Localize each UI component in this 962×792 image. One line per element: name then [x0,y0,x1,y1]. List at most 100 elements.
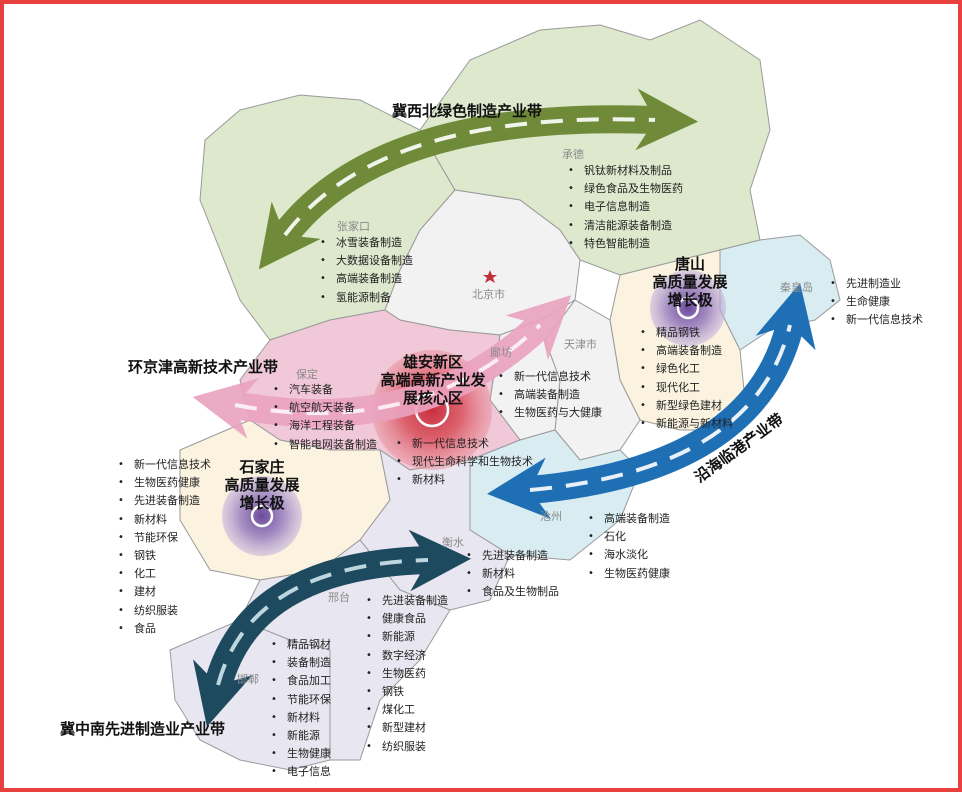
industry-item: 食品 [118,620,211,638]
industry-item: 先进制造业 [830,275,923,293]
hub-line: 增长极 [239,494,285,512]
industry-item: 食品及生物制品 [466,583,559,601]
xiongan-hub-title: 雄安新区 高端高新产业发 展核心区 [370,353,496,407]
industry-item: 新材料 [466,565,559,583]
industry-item: 现代生命科学和生物技术 [396,453,533,471]
industry-item: 煤化工 [366,701,448,719]
industry-item: 新一代信息技术 [498,368,602,386]
shijiazhuang-industry-list: 新一代信息技术生物医药健康先进装备制造新材料节能环保钢铁化工建材纺织服装食品 [118,456,211,638]
industry-item: 新材料 [396,471,533,489]
industry-item: 智能电网装备制造 [273,436,377,454]
industry-item: 先进装备制造 [466,547,559,565]
shijiazhuang-hub-title: 石家庄 高质量发展 增长极 [212,458,312,512]
industry-item: 新能源 [271,727,331,745]
zhangjiakou-industry-list: 冰雪装备制造大数据设备制造高端装备制造氢能源制备 [320,234,413,307]
hub-line: 高质量发展 [652,273,728,291]
industry-belt-arrows [192,88,816,727]
hub-line: 唐山 [674,255,705,273]
industry-item: 氢能源制备 [320,289,413,307]
baoding-industry-list: 汽车装备航空航天装备海洋工程装备智能电网装备制造 [273,381,377,454]
city-qinhuangdao: 秦皇岛 [780,281,813,294]
xingtai-industry-list: 先进装备制造健康食品新能源数字经济生物医药钢铁煤化工新型建材纺织服装 [366,592,448,756]
chengde-industry-list: 钒钛新材料及制品绿色食品及生物医药电子信息制造清洁能源装备制造特色智能制造 [568,162,683,253]
city-beijing: 北京市 [472,288,505,301]
industry-item: 食品加工 [271,672,331,690]
industry-item: 纺织服装 [366,738,448,756]
industry-item: 新能源 [366,628,448,646]
langfang-industry-list: 新一代信息技术高端装备制造生物医药与大健康 [498,368,602,423]
hub-line: 高端高新产业发 [380,371,486,389]
industry-item: 先进装备制造 [118,492,211,510]
industry-item: 先进装备制造 [366,592,448,610]
handan-industry-list: 精品钢材装备制造食品加工节能环保新材料新能源生物健康电子信息 [271,636,331,782]
industry-item: 汽车装备 [273,381,377,399]
tangshan-industry-list: 精品钢铁高端装备制造绿色化工现代化工新型绿色建材新能源与新材料 [640,324,733,433]
industry-item: 生物健康 [271,745,331,763]
industry-item: 新材料 [118,511,211,529]
hub-line: 增长极 [667,291,713,309]
qinhuangdao-industry-list: 先进制造业生命健康新一代信息技术 [830,275,923,330]
industry-item: 高端装备制造 [640,342,733,360]
industry-item: 生物医药健康 [118,474,211,492]
industry-item: 钒钛新材料及制品 [568,162,683,180]
industry-item: 新型建材 [366,719,448,737]
cangzhou-industry-list: 高端装备制造石化海水淡化生物医药健康 [588,510,670,583]
industry-item: 生物医药健康 [588,565,670,583]
hengshui-industry-list: 先进装备制造新材料食品及生物制品 [466,547,559,602]
jingjin-belt-label: 环京津高新技术产业带 [128,358,279,376]
city-zhangjiakou: 张家口 [337,220,370,233]
hub-line: 石家庄 [239,458,285,476]
industry-item: 建材 [118,583,211,601]
industry-item: 现代化工 [640,379,733,397]
hub-line: 高质量发展 [224,476,300,494]
city-baoding: 保定 [296,368,318,381]
hub-line: 雄安新区 [402,353,463,371]
industry-item: 石化 [588,528,670,546]
star-icon [483,270,497,283]
south-belt-label: 冀中南先进制造业产业带 [60,720,226,738]
industry-item: 新型绿色建材 [640,397,733,415]
industry-item: 高端装备制造 [588,510,670,528]
industry-item: 装备制造 [271,654,331,672]
industry-item: 节能环保 [118,529,211,547]
industry-item: 清洁能源装备制造 [568,217,683,235]
industry-item: 精品钢铁 [640,324,733,342]
industry-item: 健康食品 [366,610,448,628]
industry-item: 数字经济 [366,647,448,665]
industry-item: 电子信息制造 [568,198,683,216]
city-tianjin: 天津市 [564,338,597,351]
industry-item: 冰雪装备制造 [320,234,413,252]
city-chengde: 承德 [562,148,584,161]
city-handan: 邯郸 [237,673,259,686]
industry-item: 高端装备制造 [320,270,413,288]
industry-item: 绿色化工 [640,360,733,378]
northwest-belt-label: 冀西北绿色制造产业带 [392,102,543,120]
industry-item: 精品钢材 [271,636,331,654]
city-cangzhou: 沧州 [540,510,562,523]
shijiazhuang-pole-ring [250,504,274,528]
industry-item: 海水淡化 [588,546,670,564]
industry-item: 纺织服装 [118,602,211,620]
industry-item: 电子信息 [271,763,331,781]
industry-item: 新一代信息技术 [830,311,923,329]
industry-item: 生物医药与大健康 [498,404,602,422]
industry-item: 新一代信息技术 [118,456,211,474]
industry-item: 海洋工程装备 [273,417,377,435]
industry-item: 新一代信息技术 [396,435,533,453]
industry-item: 特色智能制造 [568,235,683,253]
tangshan-hub-title: 唐山 高质量发展 增长极 [640,255,740,309]
industry-item: 新能源与新材料 [640,415,733,433]
industry-item: 钢铁 [366,683,448,701]
hub-line: 展核心区 [402,389,463,407]
industry-item: 航空航天装备 [273,399,377,417]
city-hengshui: 衡水 [442,536,464,549]
city-xingtai: 邢台 [328,591,350,604]
industry-item: 生命健康 [830,293,923,311]
city-langfang: 廊坊 [490,346,512,359]
industry-item: 生物医药 [366,665,448,683]
xiongan-industry-list: 新一代信息技术现代生命科学和生物技术新材料 [396,435,533,490]
industry-item: 化工 [118,565,211,583]
industry-item: 钢铁 [118,547,211,565]
industry-item: 绿色食品及生物医药 [568,180,683,198]
